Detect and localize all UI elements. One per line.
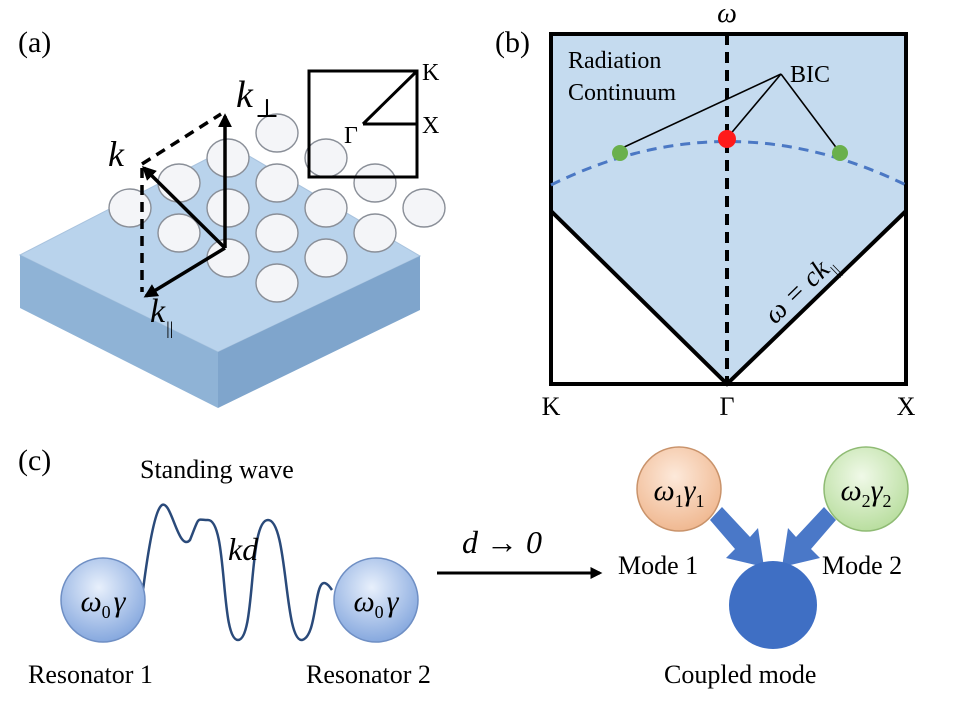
omega-axis-label: ω	[717, 0, 737, 29]
radiation-label-line2: Continuum	[568, 80, 676, 106]
bic-point-center	[718, 130, 736, 148]
air-hole	[206, 238, 250, 278]
bz-gamma-k-line	[361, 69, 419, 126]
panel-c-label: (c)	[18, 444, 51, 477]
air-hole	[304, 188, 348, 228]
bz-x-label: X	[422, 113, 439, 139]
bic-point-left	[612, 145, 628, 161]
resonator-2-circle	[333, 557, 419, 643]
coupled-mode-label: Coupled mode	[664, 660, 816, 689]
air-hole	[304, 238, 348, 278]
k-label: k	[108, 134, 125, 174]
standing-wave-curve	[141, 503, 334, 642]
air-hole	[255, 263, 299, 303]
air-hole	[157, 163, 201, 203]
bic-pointer-left	[619, 73, 782, 150]
coupled-mode-circle	[729, 561, 817, 649]
air-hole	[206, 188, 250, 228]
resonator-2-label: Resonator 2	[306, 660, 431, 689]
resonator-1-label: Resonator 1	[28, 660, 153, 689]
air-hole	[206, 138, 250, 178]
air-hole	[255, 163, 299, 203]
mode-1-circle	[636, 446, 722, 532]
air-hole	[157, 213, 201, 253]
air-holes	[108, 113, 446, 303]
air-hole	[108, 188, 152, 228]
bic-label: BIC	[790, 62, 830, 88]
slab-right-face	[218, 256, 420, 408]
mode-2-coupling-arrow	[782, 507, 836, 567]
wavevector-arrows	[140, 112, 232, 298]
k-vector-arrow	[142, 166, 227, 250]
dashed-projection-top	[141, 112, 222, 166]
x-tick-gamma: Γ	[719, 392, 734, 421]
resonator-1-circle	[60, 557, 146, 643]
slab-left-face	[20, 255, 218, 408]
kd-label: kd	[228, 531, 259, 567]
air-hole	[353, 163, 397, 203]
brillouin-zone-inset: K X Γ	[307, 60, 440, 179]
x-tick-x: X	[897, 392, 916, 421]
bz-gamma-label: Γ	[344, 123, 358, 149]
radiation-label-line1: Radiation	[568, 48, 661, 74]
bic-pointer-right	[780, 73, 839, 151]
panel-b: (b) ω Radiation Continuum BIC ω = ck|| K…	[495, 0, 916, 421]
air-hole	[353, 213, 397, 253]
bic-pointer-center	[727, 73, 782, 138]
bz-k-label: K	[422, 60, 440, 86]
k-perp-label: k⊥	[236, 74, 279, 123]
standing-wave-label: Standing wave	[140, 455, 294, 484]
x-tick-k: K	[542, 392, 561, 421]
band-dispersion-curve	[550, 140, 907, 187]
air-hole	[402, 188, 446, 228]
mode-2-label: Mode 2	[822, 551, 902, 580]
k-parallel-label: k||	[150, 293, 173, 338]
panel-a: (a) k k⊥ k|| K X Γ	[18, 26, 446, 408]
bic-point-right	[832, 145, 848, 161]
mode-2-circle	[823, 446, 909, 532]
mode-1-label: Mode 1	[618, 551, 698, 580]
mode-1-coupling-arrow	[710, 507, 764, 567]
photonic-crystal-slab	[18, 113, 446, 408]
panel-a-label: (a)	[18, 26, 51, 59]
air-hole	[304, 138, 348, 178]
panel-b-label: (b)	[495, 26, 530, 59]
limit-arrow-label: d → 0	[462, 524, 542, 560]
air-hole	[255, 113, 299, 153]
mode-1-formula: ω1γ1	[653, 474, 704, 511]
mode-2-formula: ω2γ2	[840, 474, 891, 511]
air-hole	[255, 213, 299, 253]
k-parallel-arrow	[143, 246, 226, 298]
